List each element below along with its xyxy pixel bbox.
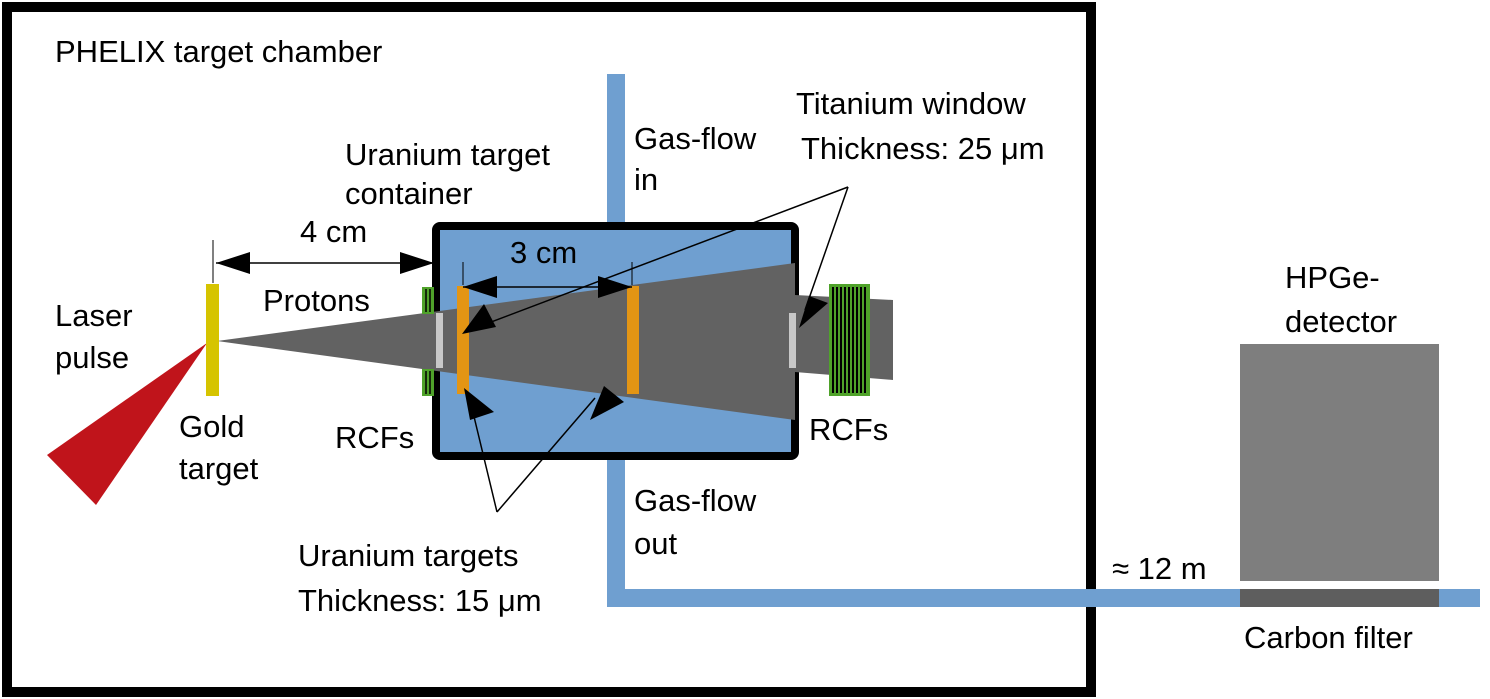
uranium-target-2 — [627, 286, 639, 394]
rcf-stack-right — [829, 284, 870, 396]
titanium-window-right — [789, 313, 796, 368]
distance-4cm-label: 4 cm — [300, 214, 367, 249]
proton-beam-cone — [217, 263, 795, 420]
gas-pipe-out-vertical — [607, 455, 625, 607]
phelix-chamber-outline — [2, 2, 1096, 697]
protons-label: Protons — [263, 283, 370, 318]
rcf-stack-left-bottom — [422, 369, 434, 396]
titanium-window-callout — [462, 186, 849, 334]
carbon-filter-label: Carbon filter — [1244, 620, 1413, 655]
distance-12m-label: ≈ 12 m — [1112, 551, 1207, 586]
gas-pipe-in — [607, 74, 625, 234]
chamber-label: PHELIX target chamber — [55, 34, 382, 69]
gold-target — [206, 284, 219, 396]
distance-3cm-label: 3 cm — [510, 235, 577, 270]
gold-target-label-line1: Gold — [179, 409, 244, 444]
dimension-3cm — [463, 276, 632, 298]
gas-flow-in-label-line2: in — [634, 162, 658, 197]
hpge-detector-label-line2: detector — [1285, 304, 1397, 339]
rcf-stack-left-top — [422, 287, 434, 314]
hpge-detector-label-line1: HPGe- — [1285, 260, 1380, 295]
laser-pulse-label-line2: pulse — [55, 340, 129, 375]
gold-target-label-line2: target — [179, 451, 259, 486]
rcfs-right-label: RCFs — [809, 412, 888, 447]
laser-pulse-label-line1: Laser — [55, 298, 133, 333]
gas-flow-out-label-line1: Gas-flow — [634, 483, 757, 518]
titanium-window-left — [436, 313, 443, 368]
laser-pulse — [47, 343, 207, 505]
titanium-window-label-line1: Titanium window — [796, 86, 1026, 121]
rcfs-left-label: RCFs — [335, 420, 414, 455]
uranium-targets-label-line1: Uranium targets — [298, 538, 519, 573]
gas-flow-in-label-line1: Gas-flow — [634, 121, 757, 156]
gas-flow-out-label-line2: out — [634, 526, 677, 561]
uranium-targets-label-line2: Thickness: 15 μm — [298, 583, 542, 618]
container-label-line1: Uranium target — [345, 137, 550, 172]
titanium-window-label-line2: Thickness: 25 μm — [801, 131, 1045, 166]
uranium-target-1 — [457, 286, 469, 394]
carbon-filter — [1240, 589, 1439, 607]
hpge-detector — [1240, 344, 1439, 581]
uranium-targets-callout — [464, 386, 624, 513]
dimension-4cm — [216, 252, 434, 274]
container-label-line2: container — [345, 176, 473, 211]
